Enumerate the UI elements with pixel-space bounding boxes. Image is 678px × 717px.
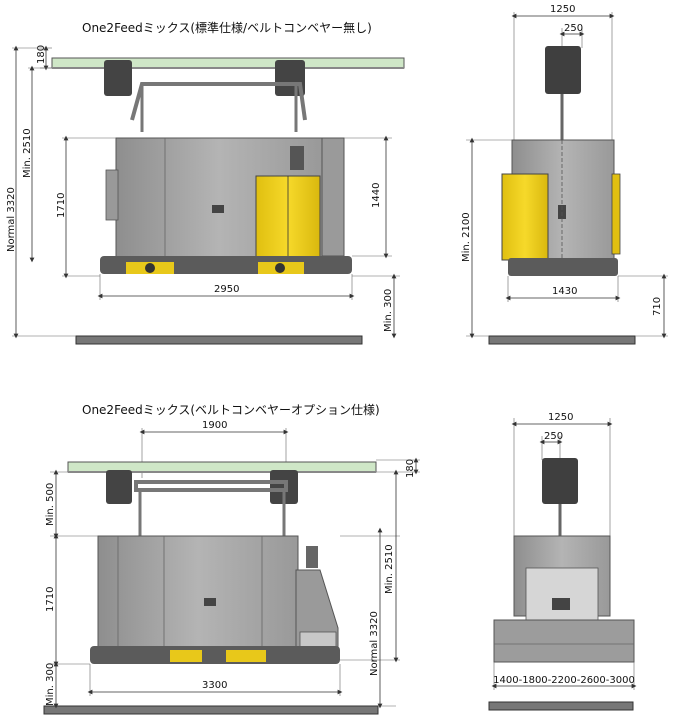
belt-rail-trolley <box>106 470 132 504</box>
front-dim-710: 710 <box>652 297 663 316</box>
belt-dim-3300: 3300 <box>202 680 227 691</box>
belt-front-floor <box>488 701 634 711</box>
hanger-frame <box>130 82 307 121</box>
belt-dim-min-2510: Min. 2510 <box>384 544 395 594</box>
belt-dim-normal-3320: Normal 3320 <box>369 611 380 676</box>
belt-dim-1710: 1710 <box>45 587 56 612</box>
belt-title: One2Feedミックス(ベルトコンベヤーオプション仕様) <box>82 403 380 417</box>
front-floor <box>488 335 636 345</box>
belt-front-view: 1250 250 1400-1800-2200-2600-3000 <box>488 412 637 711</box>
belt-floor <box>43 705 379 715</box>
dim-min-2510: Min. 2510 <box>22 128 33 178</box>
belt-hanger-frame <box>134 480 288 492</box>
dim-normal-3320: Normal 3320 <box>6 187 17 252</box>
belt-dim-180: 180 <box>405 459 416 478</box>
front-yellow-unit <box>501 173 549 261</box>
dim-min-300: Min. 300 <box>383 289 394 332</box>
belt-front-trolley <box>542 458 578 504</box>
front-dim-250: 250 <box>564 23 583 34</box>
belt-chassis <box>90 646 340 664</box>
belt-dim-min-300: Min. 300 <box>45 663 56 706</box>
belt-front-hopper <box>525 567 599 621</box>
dim-1710: 1710 <box>56 193 67 218</box>
front-trolley <box>545 46 581 94</box>
control-box <box>212 205 224 213</box>
rail-trolley <box>104 60 132 96</box>
standard-side-view: One2Feedミックス(標準仕様/ベルトコンベヤー無し) 18 <box>6 20 405 345</box>
dim-180: 180 <box>36 45 47 64</box>
belt-front-dim-1250: 1250 <box>548 412 573 423</box>
dim-1440: 1440 <box>371 183 382 208</box>
front-dim-1430: 1430 <box>552 286 577 297</box>
belt-front-dim-250: 250 <box>544 431 563 442</box>
floor <box>75 335 363 345</box>
belt-front-conveyor <box>493 619 635 663</box>
dim-2950: 2950 <box>214 284 239 295</box>
front-dim-1250: 1250 <box>550 4 575 15</box>
belt-mixer-body <box>97 535 299 649</box>
belt-dim-1900: 1900 <box>202 420 227 431</box>
front-chassis <box>508 258 618 276</box>
belt-dim-min-500: Min. 500 <box>45 483 56 526</box>
belt-side-view: One2Feedミックス(ベルトコンベヤーオプション仕様) 1900 <box>43 403 420 715</box>
standard-title: One2Feedミックス(標準仕様/ベルトコンベヤー無し) <box>82 20 372 35</box>
belt-front-widths: 1400-1800-2200-2600-3000 <box>493 675 635 686</box>
standard-front-view: 1250 250 Min. 2100 1430 710 <box>461 4 668 345</box>
front-dim-min-2100: Min. 2100 <box>461 212 472 262</box>
